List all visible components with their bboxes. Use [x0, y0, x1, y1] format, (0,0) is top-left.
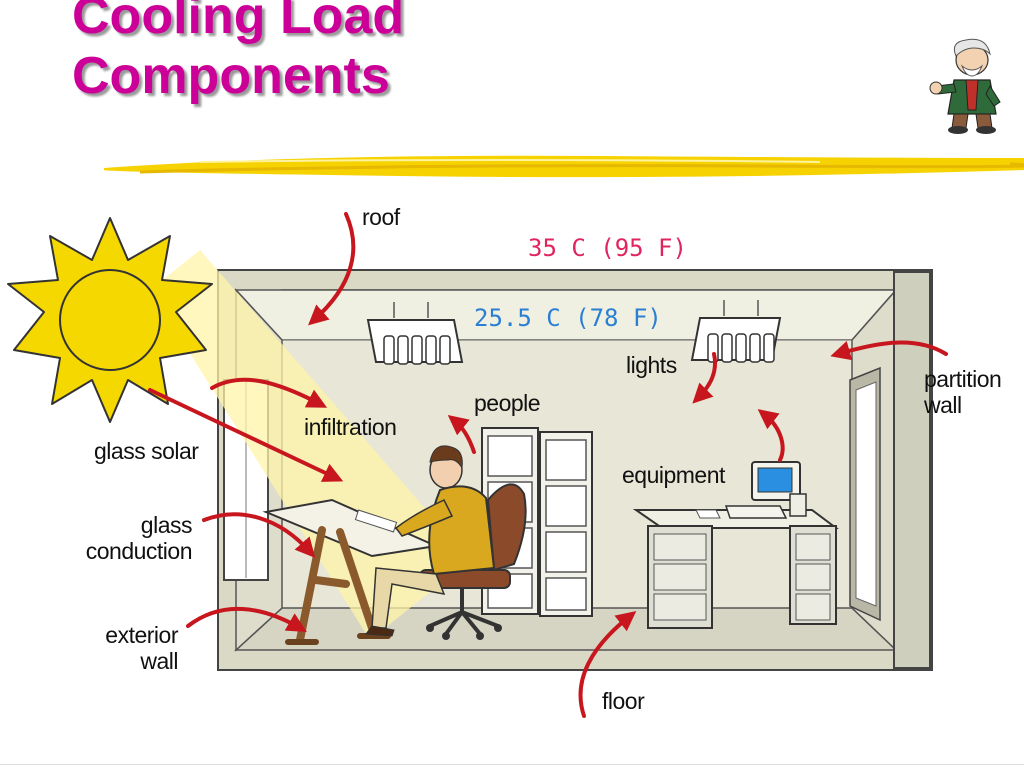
- glass-conduction-line-1: glass: [140, 512, 193, 538]
- infiltration-arrow: [210, 377, 328, 408]
- exterior-wall-label: exterior wall: [70, 622, 178, 674]
- seated-person-icon: [365, 445, 496, 637]
- office-desk-icon: [632, 509, 839, 629]
- exterior-wall-line-1: exterior: [105, 622, 178, 648]
- equipment-arrow: [757, 409, 785, 462]
- ceiling-light-left-icon: [366, 302, 464, 365]
- sun-icon: [7, 217, 213, 423]
- glass-solar-arrow: [148, 388, 344, 482]
- glass-solar-label: glass solar: [94, 438, 199, 464]
- lights-label: lights: [626, 352, 677, 378]
- partition-wall-label: partition wall: [924, 366, 1002, 418]
- partition-wall-line-2: wall: [924, 392, 962, 418]
- floor-label: floor: [602, 688, 645, 714]
- infiltration-label: infiltration: [304, 414, 397, 440]
- people-label: people: [474, 390, 541, 416]
- computer-equipment-icon: [695, 461, 807, 519]
- professor-mascot-icon: [929, 38, 1001, 134]
- partition-wall-line-1: partition: [924, 366, 1002, 392]
- ceiling-light-right-icon: [690, 300, 782, 363]
- title-divider-brushstroke: [103, 155, 1024, 178]
- title-line-1: Cooling Load: [72, 0, 405, 45]
- glass-conduction-label: glass conduction: [60, 512, 193, 564]
- glass-conduction-arrow: [202, 512, 316, 558]
- title-line-2: Components: [72, 47, 390, 105]
- exterior-wall-arrow: [186, 607, 307, 633]
- partition-arrow: [830, 340, 948, 361]
- people-arrow: [447, 414, 476, 454]
- roof-label: roof: [362, 204, 400, 230]
- glass-conduction-line-2: conduction: [85, 538, 193, 564]
- exterior-wall-line-2: wall: [140, 648, 178, 674]
- roof-arrow: [308, 212, 356, 326]
- equipment-label: equipment: [622, 462, 725, 488]
- office-chair-icon: [419, 483, 527, 640]
- outdoor-temperature: 35 C (95 F): [528, 234, 687, 262]
- indoor-temperature: 25.5 C (78 F): [474, 304, 662, 332]
- slide-title: Cooling Load Components: [72, 0, 404, 106]
- floor-arrow: [578, 611, 637, 718]
- lights-arrow: [692, 352, 717, 404]
- slide-footer-divider: [0, 764, 1024, 765]
